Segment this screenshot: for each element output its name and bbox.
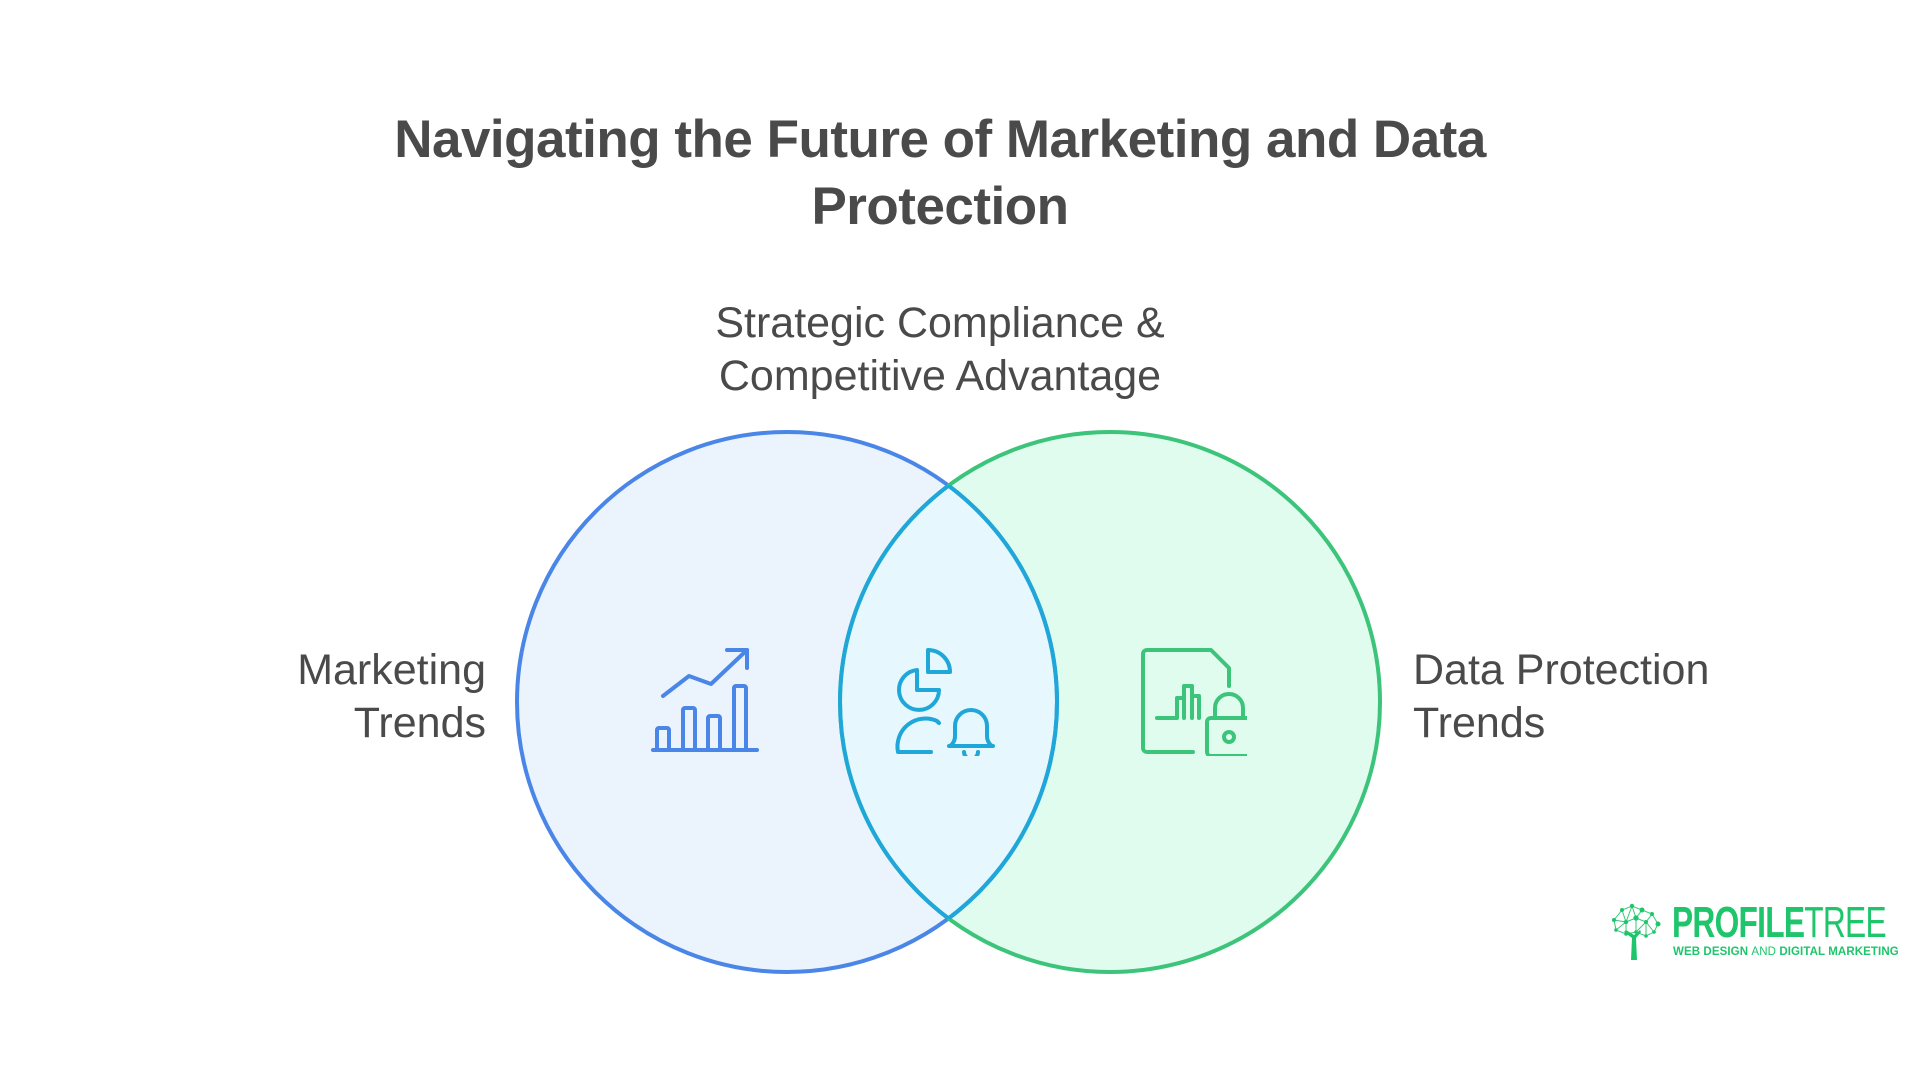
- title-line-2: Protection: [811, 177, 1069, 236]
- trending-bar-chart-icon: [651, 648, 759, 752]
- network-tree-icon: [1612, 903, 1661, 960]
- data-protection-trends-label: Data Protection Trends: [1413, 644, 1773, 750]
- overlap-lens-outline-right: [838, 432, 1057, 972]
- logo-brand-light: TREE: [1804, 898, 1886, 947]
- data-protection-trends-label-line-2: Trends: [1413, 699, 1546, 747]
- logo-brand-bold: PROFILE: [1672, 898, 1805, 947]
- overlap-label: Strategic Compliance & Competitive Advan…: [660, 297, 1220, 403]
- document-chart-lock-icon: [1141, 648, 1247, 756]
- profiletree-logo: PROFILETREE WEB DESIGN AND DIGITAL MARKE…: [1610, 900, 1899, 962]
- overlap-label-line-1: Strategic Compliance &: [715, 299, 1165, 347]
- logo-wordmark: PROFILETREE: [1672, 898, 1887, 947]
- overlap-label-line-2: Competitive Advantage: [718, 352, 1162, 400]
- overlap-lens-fill: [840, 432, 1057, 972]
- logo-tagline-part-1: WEB DESIGN: [1673, 946, 1752, 958]
- marketing-trends-label: Marketing Trends: [200, 644, 486, 750]
- logo-tagline: WEB DESIGN AND DIGITAL MARKETING: [1673, 946, 1899, 959]
- person-pie-chart-bell-icon: [895, 648, 995, 756]
- logo-tagline-part-3: DIGITAL MARKETING: [1779, 946, 1899, 958]
- data-protection-trends-label-line-1: Data Protection: [1413, 646, 1710, 694]
- logo-tagline-part-2: AND: [1751, 946, 1780, 958]
- marketing-trends-label-line-2: Trends: [353, 699, 486, 747]
- title-line-1: Navigating the Future of Marketing and D…: [394, 110, 1486, 169]
- marketing-trends-label-line-1: Marketing: [297, 646, 486, 694]
- overlap-lens-outline-left: [840, 432, 1059, 972]
- diagram-title: Navigating the Future of Marketing and D…: [360, 106, 1520, 240]
